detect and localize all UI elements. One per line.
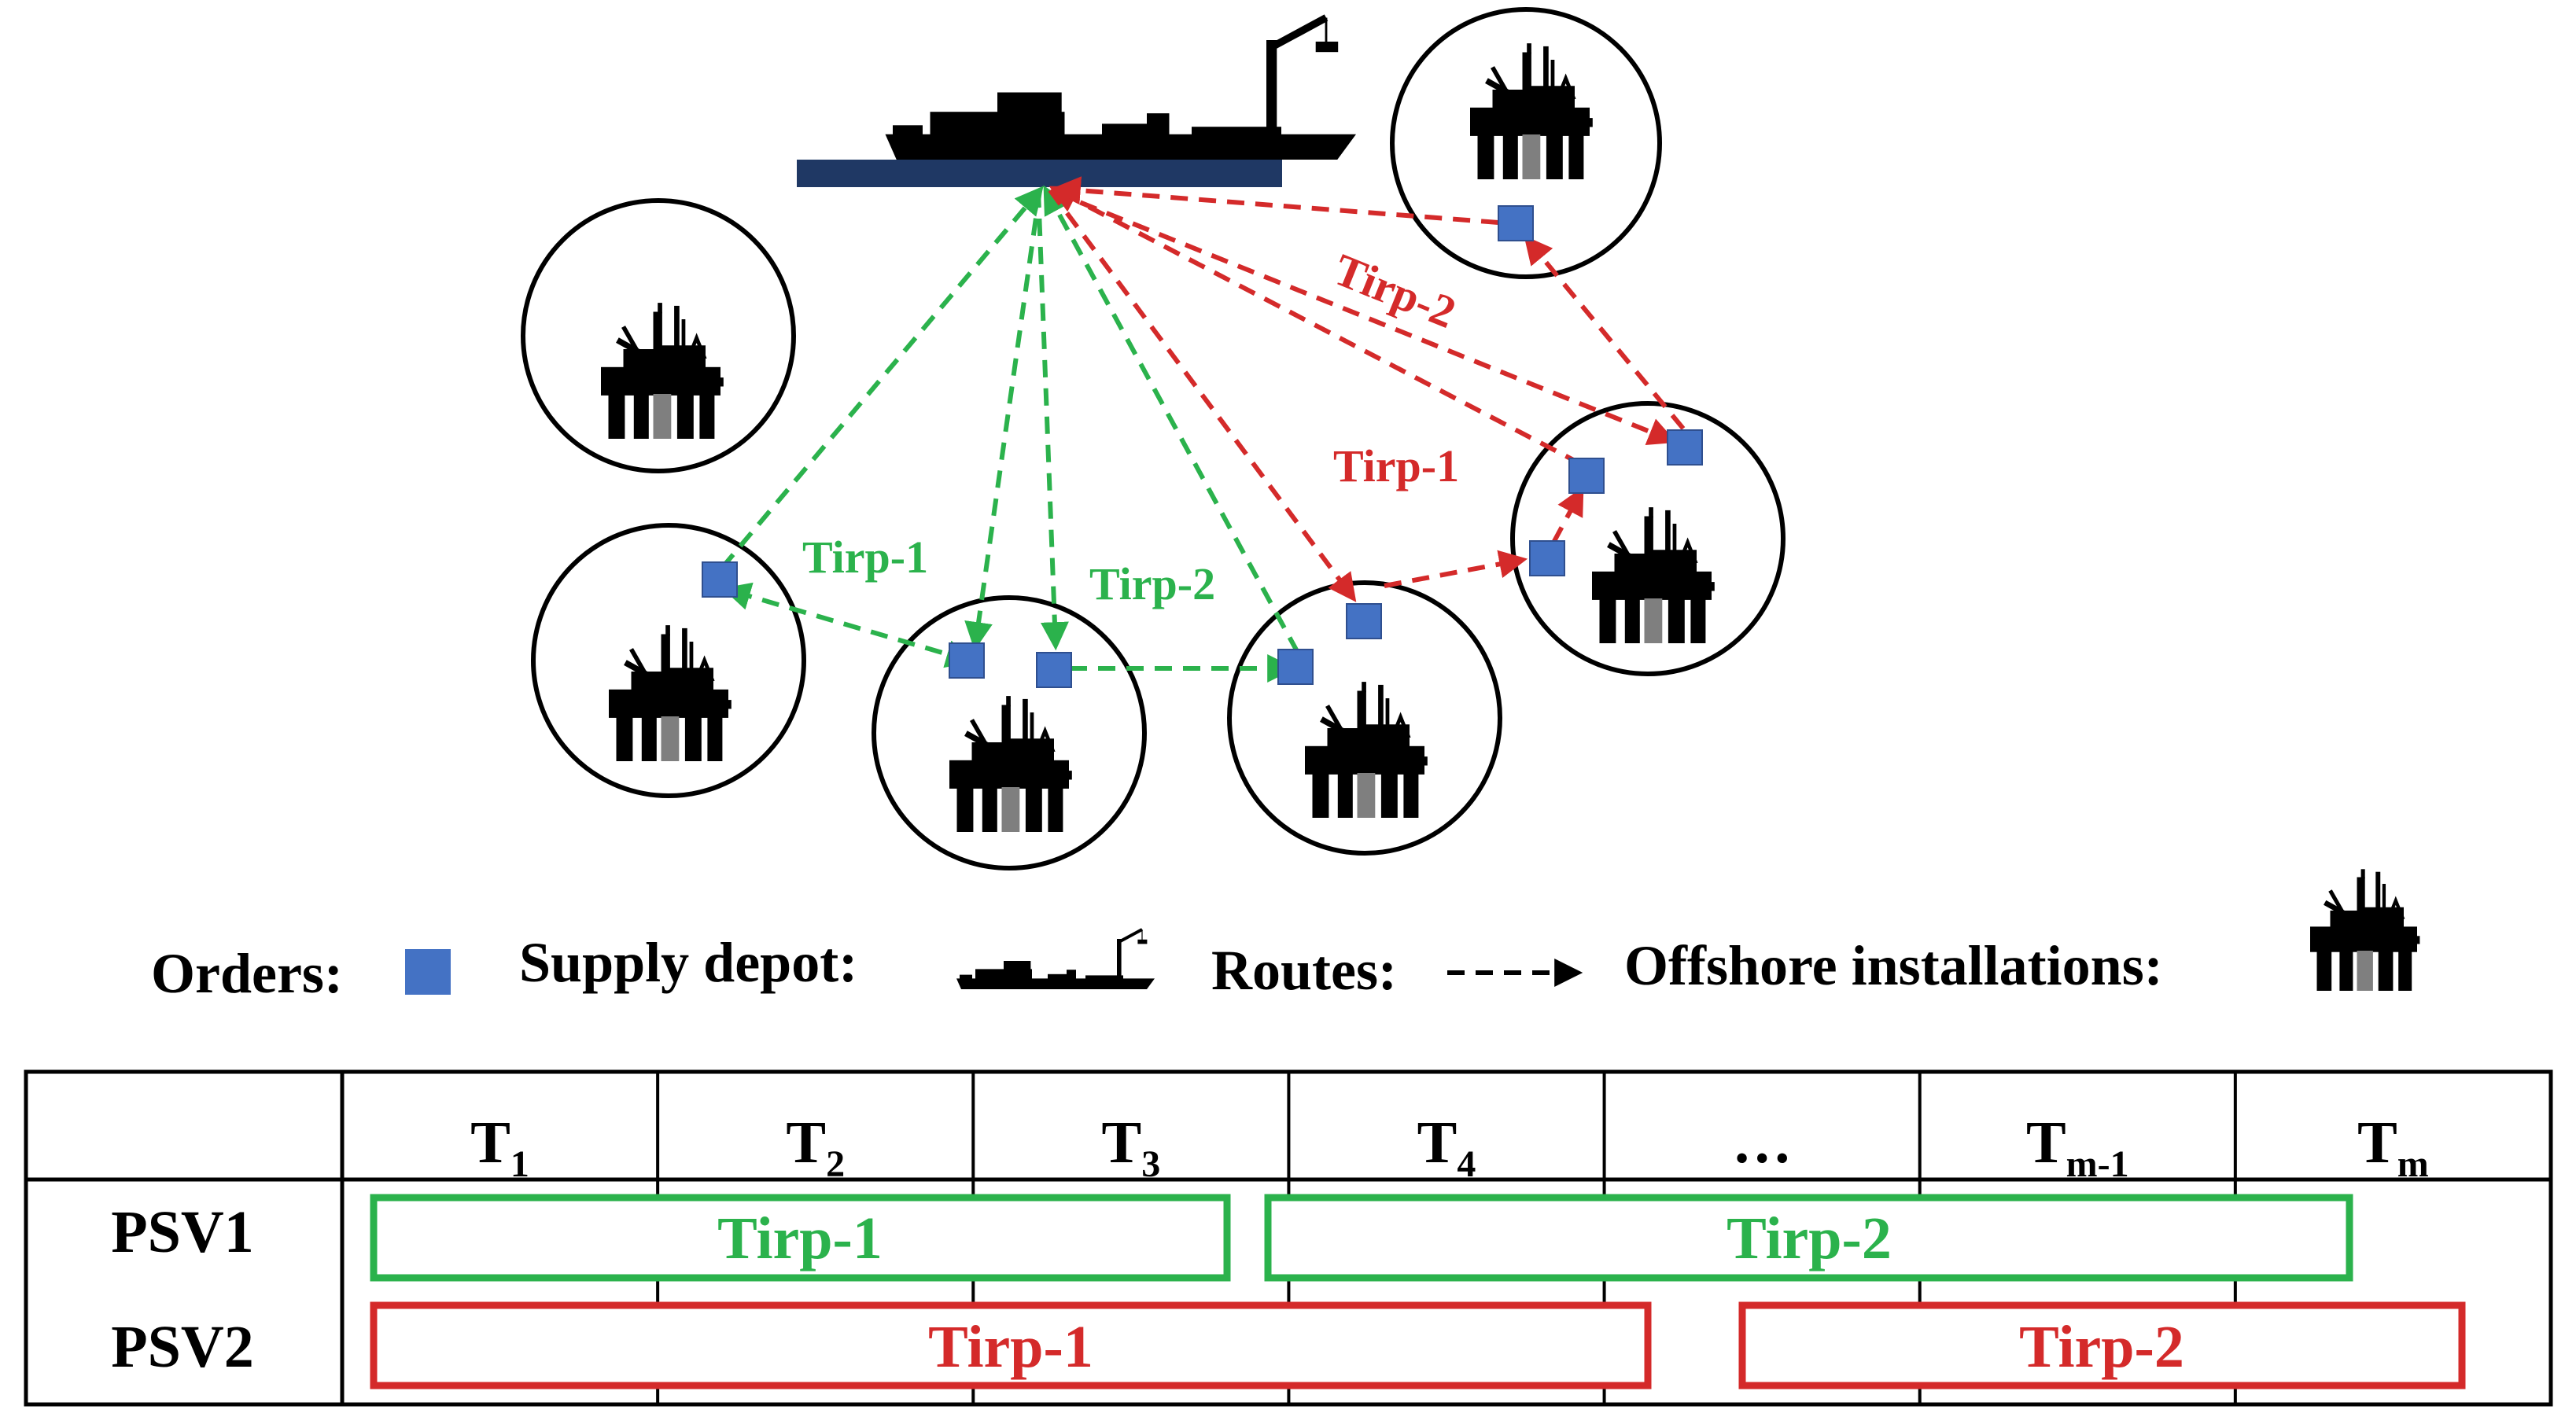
period-header-2: T2 bbox=[786, 1110, 845, 1185]
supply-ship-icon bbox=[886, 17, 1357, 160]
green-route bbox=[964, 190, 1042, 651]
installation-top-right bbox=[1390, 7, 1662, 279]
period-header-4: T4 bbox=[1417, 1110, 1476, 1185]
period-header-7: Tm bbox=[2357, 1110, 2429, 1185]
legend-supply-depot-label: Supply depot: bbox=[519, 931, 857, 994]
psv2-trip-2-label: Tirp-2 bbox=[2019, 1314, 2184, 1380]
psv1-label: PSV1 bbox=[111, 1199, 254, 1265]
legend-offshore-installations-label: Offshore installations: bbox=[1624, 934, 2163, 997]
period-header-6: Tm-1 bbox=[2026, 1110, 2129, 1185]
installation-center bbox=[872, 595, 1147, 870]
order-square bbox=[1667, 429, 1703, 466]
green-route bbox=[1036, 190, 1069, 651]
oil-rig-icon bbox=[1305, 682, 1428, 818]
red-route bbox=[1052, 190, 1677, 445]
psv1-trip-2-bar bbox=[1264, 1194, 2353, 1282]
installation-center-right bbox=[1227, 580, 1502, 856]
red-trip-2-label: Tirp-2 bbox=[1327, 244, 1463, 338]
orders bbox=[702, 205, 1703, 688]
red-route bbox=[1551, 486, 1584, 544]
red-route bbox=[1384, 550, 1528, 588]
period-header-5: … bbox=[1732, 1110, 1792, 1176]
oil-rig-icon bbox=[601, 303, 724, 439]
installation-right bbox=[1510, 401, 1786, 676]
period-header-1: T1 bbox=[470, 1110, 529, 1185]
psv1-trip-1-bar bbox=[370, 1194, 1231, 1282]
blue-square-icon bbox=[405, 949, 451, 995]
red-route bbox=[1048, 186, 1583, 466]
supply-ship-icon bbox=[956, 929, 1155, 989]
green-route bbox=[720, 186, 1044, 569]
oil-rig-icon bbox=[1592, 507, 1715, 643]
red-trip-1-label: Tirp-1 bbox=[1333, 440, 1459, 491]
oil-rig-icon bbox=[2310, 869, 2419, 991]
oil-rig-icon bbox=[609, 625, 732, 761]
green-route bbox=[722, 582, 975, 668]
red-routes bbox=[1048, 176, 1686, 602]
red-route bbox=[1048, 189, 1357, 602]
red-route bbox=[1524, 235, 1686, 430]
psv1-trip-2-label: Tirp-2 bbox=[1727, 1205, 1892, 1272]
psv2-trip-2-bar bbox=[1738, 1301, 2466, 1389]
psv2-label: PSV2 bbox=[111, 1314, 254, 1380]
green-routes bbox=[720, 185, 1300, 683]
table-header-row: T1 T2 T3 T4 … Tm-1 Tm bbox=[470, 1110, 2429, 1185]
depot-dock bbox=[797, 160, 1282, 187]
period-header-3: T3 bbox=[1102, 1110, 1161, 1185]
order-square bbox=[1498, 205, 1534, 241]
psv2-trip-1-bar bbox=[370, 1301, 1652, 1389]
order-square bbox=[1036, 652, 1072, 688]
order-square bbox=[1529, 540, 1565, 576]
legend: Orders: Supply depot: Routes: Offshore i… bbox=[151, 869, 2419, 1005]
legend-routes-label: Routes: bbox=[1211, 939, 1397, 1002]
installation-top-left bbox=[521, 198, 796, 473]
red-route bbox=[1052, 176, 1499, 225]
order-square bbox=[1346, 603, 1382, 639]
psv2-trip-1-label: Tirp-1 bbox=[928, 1314, 1093, 1380]
psv1-trip-1-label: Tirp-1 bbox=[717, 1205, 883, 1272]
green-trip-2-label: Tirp-2 bbox=[1089, 558, 1215, 609]
order-square bbox=[1277, 649, 1314, 685]
oil-rig-icon bbox=[1470, 43, 1593, 179]
legend-orders-label: Orders: bbox=[151, 942, 343, 1005]
order-square bbox=[1568, 458, 1605, 494]
order-square bbox=[702, 561, 738, 598]
oil-rig-icon bbox=[949, 696, 1072, 832]
green-route bbox=[1043, 185, 1300, 654]
order-square bbox=[949, 642, 985, 679]
green-trip-1-label: Tirp-1 bbox=[802, 532, 928, 583]
installation-left bbox=[531, 523, 806, 798]
